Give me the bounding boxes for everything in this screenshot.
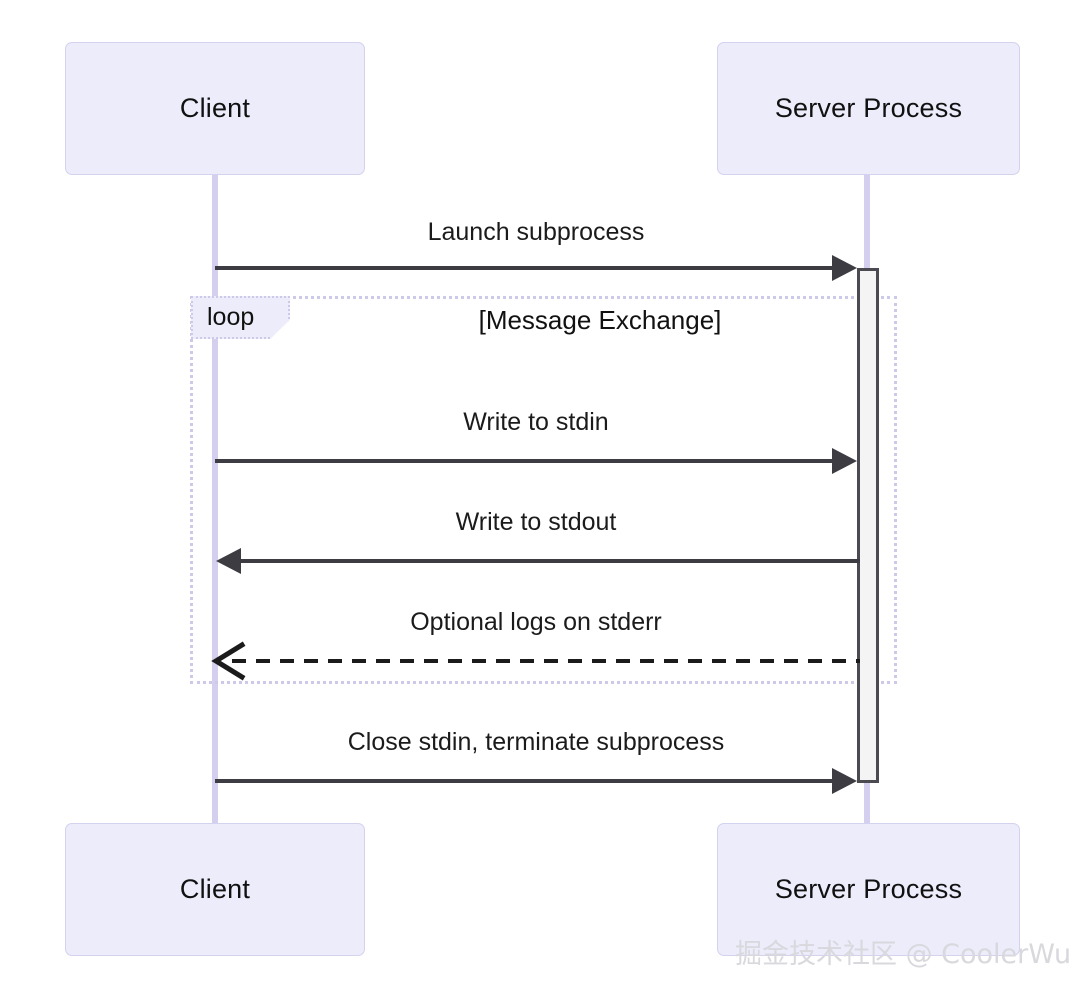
message-label-4: Optional logs on stderr bbox=[410, 608, 662, 636]
participant-box-client-bottom[interactable]: Client bbox=[65, 823, 365, 956]
loop-fragment-frame bbox=[190, 296, 897, 684]
loop-fragment-tab: loop bbox=[191, 296, 290, 339]
message-label-2: Write to stdin bbox=[463, 408, 609, 436]
message-arrow-3 bbox=[216, 548, 860, 574]
lifeline-client bbox=[212, 175, 218, 835]
participant-box-server-bottom[interactable]: Server Process bbox=[717, 823, 1020, 956]
message-arrow-2 bbox=[215, 448, 857, 474]
message-arrow-5 bbox=[215, 768, 857, 794]
message-label-5: Close stdin, terminate subprocess bbox=[347, 728, 725, 756]
participant-label-server-bottom: Server Process bbox=[774, 874, 963, 904]
participant-box-client-top[interactable]: Client bbox=[65, 42, 365, 175]
message-label-3: Write to stdout bbox=[455, 508, 617, 536]
loop-fragment-condition-label: [Message Exchange] bbox=[478, 305, 722, 335]
activation-bar-server bbox=[857, 268, 879, 783]
message-arrow-4 bbox=[211, 641, 860, 681]
message-label-1: Launch subprocess bbox=[427, 218, 645, 246]
participant-label-client-top: Client bbox=[179, 93, 251, 123]
watermark: 掘金技术社区 @ CoolerWu bbox=[735, 939, 1072, 970]
loop-fragment-kind-label: loop bbox=[207, 303, 255, 331]
participant-box-server-top[interactable]: Server Process bbox=[717, 42, 1020, 175]
participant-label-client-bottom: Client bbox=[179, 874, 251, 904]
message-arrow-1 bbox=[215, 255, 857, 281]
participant-label-server-top: Server Process bbox=[774, 93, 963, 123]
